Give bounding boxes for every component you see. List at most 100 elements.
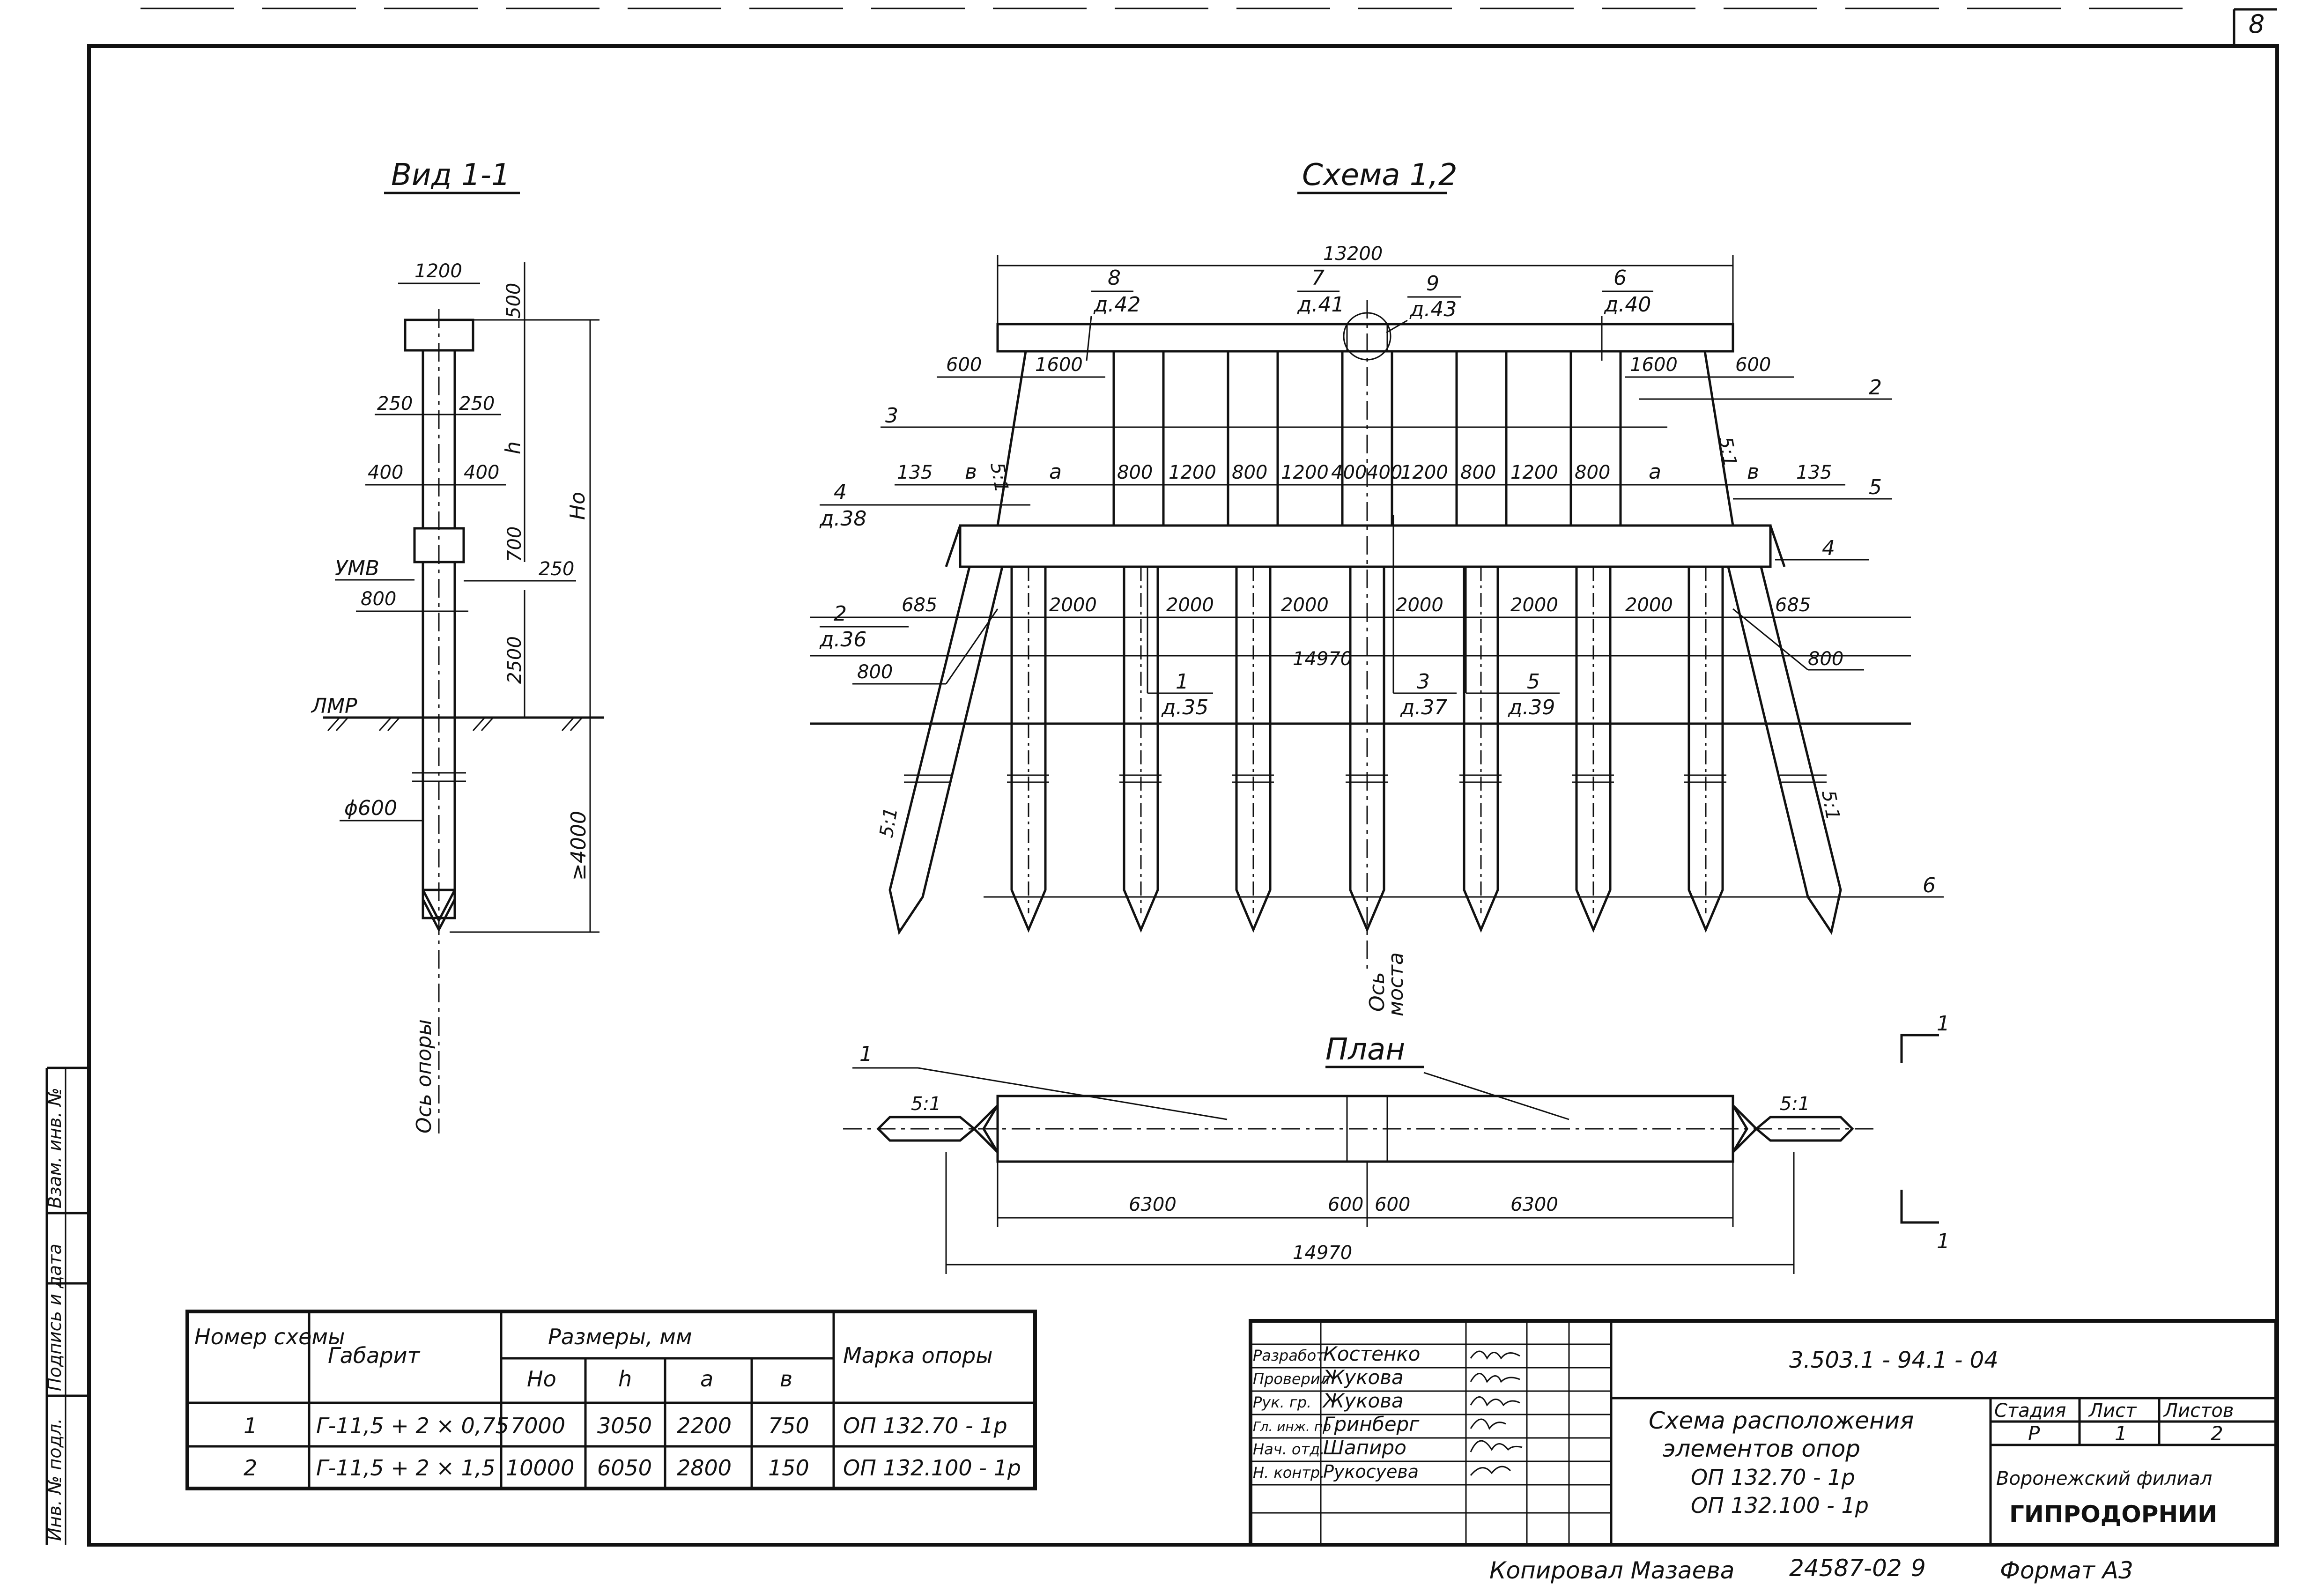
stamp-org-line1: Воронежский филиал [1996,1468,2212,1489]
pier-dim: 1200 [1510,462,1558,483]
plan-dim-6300-right: 6300 [1510,1194,1558,1215]
sheet-number: 8 [2249,9,2265,39]
v11-lmr: ЛМР [311,694,357,718]
plan-slope-left: 5:1 [911,1093,941,1115]
callout-6: 6 [1613,266,1627,290]
td-scheme: 1 [244,1413,257,1438]
callout-6-ref: д.40 [1604,293,1651,317]
stamp-role: Н. контр. [1253,1464,1325,1481]
stamp-name: Жукова [1322,1366,1404,1389]
pier-dim: 800 [1460,462,1496,483]
stamp-role: Рук. гр. [1253,1393,1311,1411]
stamp-doc-code: 3.503.1 - 94.1 - 04 [1789,1347,1998,1373]
stamp-sheet: 1 [2115,1422,2127,1445]
plan-dim-total: 14970 [1293,1242,1352,1264]
stamp-roles: Разработ Костенко Проверил Жукова Рук. г… [1253,1342,1420,1482]
stamp-role: Разработ [1253,1347,1325,1364]
callout-2-left-ref: д.36 [819,628,866,652]
scheme-b-left: в [965,460,977,484]
callout-4-left-ref: д.38 [819,507,866,531]
scheme-dim-800-left: 800 [857,661,893,683]
stamp-sheets: 2 [2211,1422,2223,1445]
callout-4-right: 4 [1822,536,1835,560]
th-mark: Марка опоры [843,1343,993,1368]
scheme-pier-dims: 800 1200 800 1200 400 400 1200 800 1200 … [1117,462,1610,483]
scheme-slope-pile-left: 5:1 [876,806,902,839]
plan-dim-600-right: 600 [1375,1194,1410,1215]
v11-dim-400-right: 400 [464,462,499,483]
scheme-1-2: Схема 1,2 13200 Ось моста [810,158,1944,1016]
callout-7-ref: д.41 [1297,293,1344,317]
scheme-a-right: a [1649,460,1661,484]
sheet-frame: 8 [87,7,2279,1547]
footer-format: Формат А3 [2000,1557,2133,1584]
footer: Копировал Мазаева 24587-02 9 Формат А3 [1489,1555,2133,1584]
side-signature-date: Подпись и дата [44,1244,65,1391]
th-sizes: Размеры, мм [548,1324,692,1349]
scheme-dim-14970: 14970 [1293,648,1352,670]
callout-5-bottom: 5 [1527,670,1540,694]
pile-spacing: 2000 [1625,594,1673,616]
v11-axis-label: Ось опоры [412,1019,436,1133]
callout-4-left: 4 [834,480,847,504]
view-1-1-title: Вид 1-1 [391,158,511,193]
plan-slope-right: 5:1 [1780,1093,1810,1115]
pier-dim: 400 [1331,462,1367,483]
v11-dim-700: 700 [504,526,525,562]
scheme-dim-685-left: 685 [902,594,937,616]
scheme-dim-1600-left: 1600 [1035,354,1083,376]
th-ho: Но [527,1366,556,1392]
scheme-piles [888,566,1842,935]
v11-dim-250-right: 250 [459,393,495,415]
th-scheme: Номер схемы [194,1324,345,1349]
pile-spacing: 2000 [1166,594,1214,616]
pile-spacing: 2000 [1281,594,1329,616]
stamp-stage-header: Стадия [1994,1400,2066,1422]
pile-spacing: 2000 [1396,594,1443,616]
v11-dim-500: 500 [503,283,525,318]
v11-dim-2500: 2500 [504,636,525,684]
th-h: h [618,1366,632,1392]
stamp-role: Нач. отд. [1253,1440,1325,1458]
scheme-a-left: a [1049,460,1062,484]
callout-3-bottom-ref: д.37 [1400,696,1447,719]
v11-dia: ϕ600 [344,796,397,820]
side-inv-number: Инв. № подл. [44,1418,65,1541]
td-gabarit: Г-11,5 + 2 × 0,75 [316,1413,509,1438]
v11-dim-1200: 1200 [414,260,462,282]
stamp-stage: Р [2028,1422,2040,1445]
callout-5: 5 [1869,475,1882,499]
title-block: Разработ Костенко Проверил Жукова Рук. г… [1249,1319,2278,1547]
pier-dim: 800 [1117,462,1153,483]
callout-9-ref: д.43 [1409,297,1457,321]
th-b: в [780,1366,792,1392]
footer-sheet-no: 9 [1911,1555,1926,1582]
pier-dim: 1200 [1169,462,1216,483]
td-mark: ОП 132.100 - 1р [843,1455,1021,1481]
stamp-title-line4: ОП 132.100 - 1р [1691,1493,1869,1518]
td-gabarit: Г-11,5 + 2 × 1,5 [316,1455,496,1481]
callout-9: 9 [1426,272,1439,296]
scheme-dim-600-right: 600 [1735,354,1771,376]
scheme-slope-right: 5:1 [1714,435,1740,468]
scheme-dim-135-left: 135 [897,462,933,483]
v11-dim-400-left: 400 [368,462,403,483]
stamp-sheets-header: Листов [2163,1400,2234,1422]
params-table: Номер схемы Габарит Размеры, мм Но h a в… [185,1310,1037,1490]
callout-2-left: 2 [834,602,847,626]
callout-8: 8 [1108,266,1121,290]
view-1-1: Вид 1-1 1200 500 250 250 400 400 [311,158,604,1133]
v11-dim-250: 250 [539,558,574,580]
side-replaced-inv: Взам. инв. № [44,1088,65,1208]
pier-dim: 400 [1367,462,1402,483]
th-a: a [700,1366,713,1392]
v11-umv: УМВ [335,556,379,580]
table-row: 1 Г-11,5 + 2 × 0,75 7000 3050 2200 750 О… [244,1413,1007,1438]
td-h: 3050 [597,1413,652,1438]
stamp-title-line2: элементов опор [1663,1435,1860,1462]
v11-dim-4000: ≥4000 [567,811,591,881]
footer-copied: Копировал Мазаева [1489,1557,1734,1584]
callout-7: 7 [1311,266,1325,290]
plan-dim-600-left: 600 [1328,1194,1363,1215]
